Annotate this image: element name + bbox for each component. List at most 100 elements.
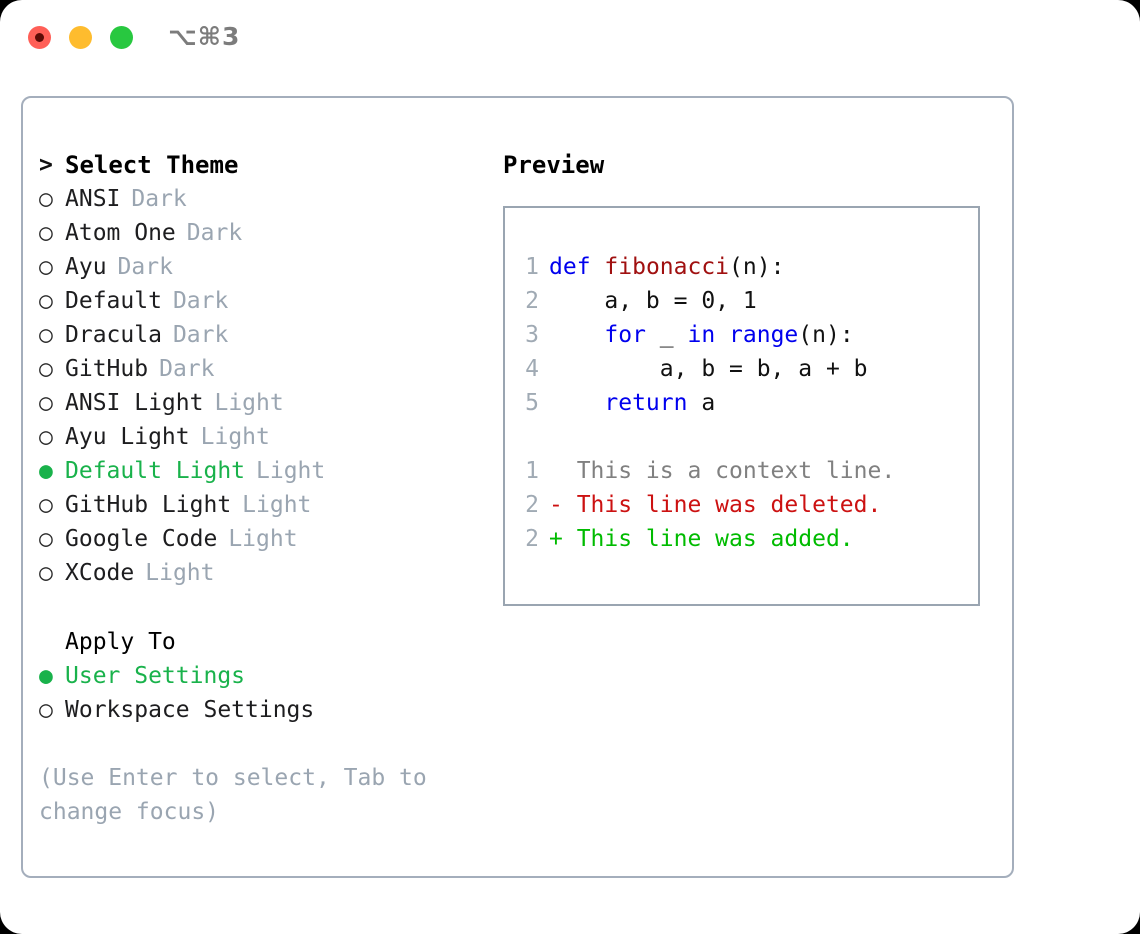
code-token: range [729, 322, 799, 348]
line-number: 3 [525, 322, 539, 348]
radio-unselected-icon[interactable]: ○ [39, 220, 53, 246]
theme-option-variant: Dark [159, 356, 215, 382]
code-line: 5 return a [505, 386, 978, 420]
theme-option-row[interactable]: ○ ANSI Light Light [39, 386, 489, 420]
code-diff-spacer [505, 420, 978, 454]
radio-unselected-icon[interactable]: ○ [39, 560, 53, 586]
theme-option-variant: Light [214, 390, 284, 416]
line-number: 1 [525, 458, 539, 484]
code-token: (n): [729, 254, 785, 280]
radio-unselected-icon[interactable]: ○ [39, 288, 53, 314]
diff-line: 2 + This line was added. [505, 522, 978, 556]
code-token: (n): [798, 322, 854, 348]
theme-option-variant: Dark [186, 220, 243, 246]
theme-option-row[interactable]: ○ ANSI Dark [39, 182, 489, 216]
select-theme-heading: > Select Theme [39, 148, 489, 182]
code-token: def [549, 254, 591, 280]
apply-to-option-list: ●User Settings ○ Workspace Settings [39, 659, 489, 727]
theme-option-name: XCode [65, 560, 135, 586]
diff-line-text: This is a context line. [549, 458, 896, 484]
minimize-button[interactable] [69, 26, 92, 49]
apply-to-heading: ○ Apply To [39, 625, 489, 659]
apply-to-option-row[interactable]: ○ Workspace Settings [39, 693, 489, 727]
theme-option-name: ANSI Light [65, 390, 204, 416]
apply-to-marker-placeholder: ○ [39, 625, 65, 659]
radio-selected-icon[interactable]: ● [39, 663, 53, 689]
section-spacer [39, 590, 489, 625]
radio-unselected-icon[interactable]: ○ [39, 526, 53, 552]
zoom-button[interactable] [110, 26, 133, 49]
keyboard-hint-text: (Use Enter to select, Tab to change focu… [39, 765, 427, 825]
window-title-shortcut: ⌥⌘3 [168, 22, 241, 51]
theme-option-name: Default Light [65, 458, 246, 484]
theme-option-variant: Dark [131, 186, 187, 212]
theme-option-row[interactable]: ○ Ayu Dark [39, 250, 489, 284]
code-line: 2 a, b = 0, 1 [505, 284, 978, 318]
radio-unselected-icon[interactable]: ○ [39, 424, 53, 450]
radio-unselected-icon[interactable]: ○ [39, 697, 53, 723]
line-number: 2 [525, 526, 539, 552]
code-token: a, b = b, a + b [549, 356, 868, 382]
code-token: fibonacci [604, 254, 730, 280]
select-theme-heading-label: Select Theme [65, 151, 239, 179]
theme-option-variant: Light [145, 560, 215, 586]
code-token: a, b = 0, 1 [549, 288, 757, 314]
code-token [549, 322, 604, 348]
traffic-light-group [28, 26, 133, 49]
theme-option-row[interactable]: ○ Ayu Light Light [39, 420, 489, 454]
theme-option-row[interactable]: ○ XCode Light [39, 556, 489, 590]
code-token: in [687, 322, 716, 348]
code-token: for [604, 322, 646, 348]
radio-unselected-icon[interactable]: ○ [39, 390, 53, 416]
code-token: a [687, 390, 716, 416]
code-line: 4 a, b = b, a + b [505, 352, 978, 386]
line-number: 5 [525, 390, 539, 416]
window-titlebar: ⌥⌘3 [0, 0, 1140, 78]
diff-sample: 1 This is a context line.2- This line wa… [505, 454, 978, 556]
line-number: 1 [525, 254, 539, 280]
theme-option-name: Ayu [65, 254, 107, 280]
radio-unselected-icon[interactable]: ○ [39, 322, 53, 348]
radio-unselected-icon[interactable]: ○ [39, 356, 53, 382]
theme-option-variant: Light [256, 458, 326, 484]
close-button[interactable] [28, 26, 51, 49]
code-line: 3 for _ in range(n): [505, 318, 978, 352]
theme-option-variant: Dark [172, 322, 229, 348]
code-line-text: return a [549, 386, 715, 420]
radio-unselected-icon[interactable]: ○ [39, 254, 53, 280]
radio-unselected-icon[interactable]: ○ [39, 492, 53, 518]
theme-option-name: Ayu Light [65, 424, 190, 450]
theme-option-row[interactable]: ○ Dracula Dark [39, 318, 489, 352]
line-number: 4 [525, 356, 539, 382]
theme-option-row[interactable]: ● Default Light Light [39, 454, 489, 488]
theme-option-row[interactable]: ○ GitHub Dark [39, 352, 489, 386]
theme-option-variant: Dark [117, 254, 173, 280]
line-number: 2 [525, 492, 539, 518]
radio-selected-icon[interactable]: ● [39, 458, 53, 484]
theme-option-variant: Light [200, 424, 270, 450]
code-token [591, 254, 605, 280]
theme-option-name: GitHub Light [65, 492, 232, 518]
diff-line-text: + This line was added. [549, 526, 854, 552]
code-token: return [604, 390, 688, 416]
theme-option-name: GitHub [65, 356, 149, 382]
apply-to-heading-label: Apply To [65, 629, 176, 655]
apply-to-option-row[interactable]: ●User Settings [39, 659, 489, 693]
apply-to-option-label: Workspace Settings [65, 697, 315, 723]
diff-line: 1 This is a context line. [505, 454, 978, 488]
radio-unselected-icon[interactable]: ○ [39, 186, 53, 212]
theme-option-name: Dracula [65, 322, 162, 348]
code-token: _ [645, 322, 688, 348]
code-line-text: a, b = b, a + b [549, 352, 868, 386]
caret-icon: > [39, 152, 53, 178]
theme-option-name: ANSI [65, 186, 121, 212]
